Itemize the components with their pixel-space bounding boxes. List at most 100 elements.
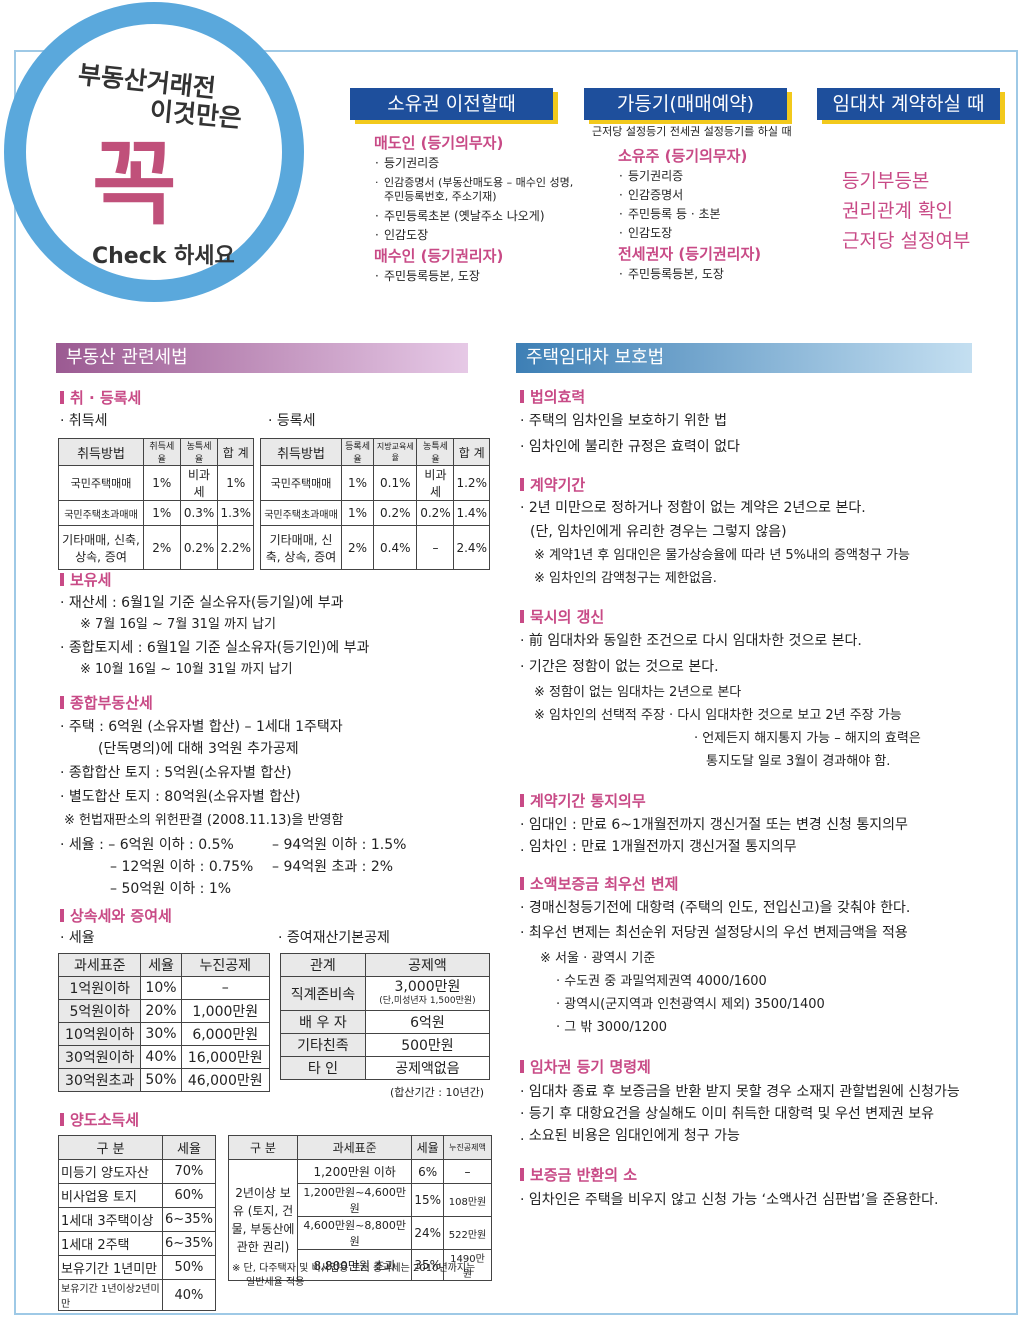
table-cell: 108만원 (442, 1183, 493, 1217)
table-cell: 6~35% (161, 1207, 217, 1232)
table-cell: 522만원 (442, 1216, 493, 1250)
table-header: 관계 (280, 953, 366, 977)
inheritance-tax-heading: 상속세와 증여세 (60, 905, 172, 926)
law-line: · 광역시(군지역과 인천광역시 제외) 3500/1400 (556, 997, 825, 1012)
table-cell: 미등기 양도자산 (58, 1159, 163, 1184)
holding-tax-line: · 종합토지세 : 6월1일 기준 실소유자(등기인)에 부과 (60, 640, 370, 656)
notice-duty-heading: 계약기간 통지의무 (520, 790, 646, 811)
law-line: · 언제든지 해지통지 가능 – 해지의 효력은 (694, 731, 921, 746)
list-item: 주민등록등본, 도장 (374, 267, 579, 286)
table-header: 구 분 (228, 1135, 298, 1160)
list-item: 등기권리증 (374, 154, 579, 173)
law-line: ※ 정함이 없는 임대차는 2년으로 본다 (534, 685, 742, 700)
lease-law-section-title: 주택임대차 보호법 (516, 343, 972, 373)
table-cell: 0.1% (373, 465, 418, 501)
table-cell: 기타매매, 신축, 상속, 증여 (260, 525, 342, 570)
law-line: · 최우선 변제는 최선순위 저당권 설정당시의 우선 변제금액을 적용 (520, 925, 908, 941)
list-item: 인감증명서 (618, 186, 807, 205)
table-cell: 1세대 3주택이상 (58, 1207, 163, 1232)
buyer-heading: 매수인 (등기권리자) (374, 247, 504, 265)
transfer-note: ※ 단, 다주택자 및 비사업용 토지 중과세는 2010년까지는 (232, 1263, 476, 1274)
table-cell: 24% (411, 1216, 444, 1250)
table-header: 공제액 (364, 953, 491, 977)
table-cell: 2.4% (453, 525, 490, 570)
table-cell: 35% (411, 1249, 444, 1281)
law-line: · 前 임대차와 동일한 조건으로 다시 임대차한 것으로 본다. (520, 633, 862, 649)
tab-lease-contract: 임대차 계약하실 때 (817, 88, 1000, 120)
law-line: ※ 임차인의 감액청구는 제한없음. (534, 571, 717, 586)
table-cell: 46,000만원 (180, 1068, 271, 1092)
table-cell: 타 인 (280, 1056, 366, 1080)
comprehensive-tax-heading: 종합부동산세 (60, 692, 153, 713)
lease-check-column: 등기부등본 권리관계 확인 근저당 설정여부 (842, 166, 1012, 256)
list-item: 주민등록등본, 도장 (618, 265, 807, 284)
rate-line: · 세율 : – 6억원 이하 : 0.5% (60, 837, 234, 853)
table-cell: 1,200만원~4,600만원 (296, 1183, 413, 1217)
tax-section-title: 부동산 관련세법 (56, 343, 468, 373)
law-line: · 경매신청등기전에 대항력 (주택의 인도, 전입신고)을 갖춰야 한다. (520, 900, 911, 916)
table-header: 등록세율 (340, 438, 375, 466)
gift-note: (합산기간 : 10년간) (390, 1086, 484, 1099)
table-cell: 2% (143, 525, 181, 570)
acquisition-subheading: · 취득세 (60, 413, 108, 429)
holding-tax-line: ※ 7월 16일 ~ 7월 31일 까지 납기 (80, 617, 277, 632)
table-header: 지방교육세율 (373, 438, 418, 466)
table-cell: 30% (140, 1022, 182, 1046)
table-cell: 30억원이하 (57, 1045, 142, 1069)
holding-tax-heading: 보유세 (60, 569, 111, 590)
table-cell: 30억원초과 (57, 1068, 142, 1092)
provisional-registration-column: 근저당 설정등기 전세권 설정등기를 하실 때 소유주 (등기의무자) 등기권리… (592, 122, 807, 284)
list-item: 주민등록 등 · 초본 (618, 205, 807, 224)
tab-ownership-transfer: 소유권 이전할때 (350, 88, 553, 120)
comprehensive-tax-line: · 종합합산 토지 : 5억원(소유자별 합산) (60, 765, 292, 781)
deposit-return-heading: 보증금 반환의 소 (520, 1164, 637, 1185)
table-cell: – (416, 525, 455, 570)
law-line: · 2년 미만으로 정하거나 정함이 없는 계약은 2년으로 본다. (520, 500, 866, 516)
table-cell: 6% (411, 1159, 444, 1184)
table-cell: 6~35% (161, 1231, 217, 1256)
seller-heading: 매도인 (등기의무자) (374, 134, 504, 152)
table-cell: 1세대 2주택 (58, 1231, 163, 1256)
law-line: · 수도권 중 과밀억제권역 4000/1600 (556, 974, 767, 989)
table-header: 농특세율 (179, 438, 219, 466)
table-cell: 3,000만원 (394, 978, 461, 995)
lease-registration-heading: 임차권 등기 명령제 (520, 1056, 651, 1077)
table-cell: 500만원 (364, 1033, 491, 1057)
table-header: 세율 (161, 1135, 217, 1160)
table-cell: 비과세 (416, 465, 455, 501)
law-line: · 기간은 정함이 없는 것으로 본다. (520, 659, 719, 675)
table-cell: 8,800만원 초과 (296, 1249, 413, 1281)
table-cell: 보유기간 1년미만 (58, 1255, 163, 1280)
list-item: 등기권리증 (618, 167, 807, 186)
inheritance-rate-subheading: · 세율 (60, 930, 95, 946)
table-cell: 50% (161, 1255, 217, 1280)
table-cell: 비사업용 토지 (58, 1183, 163, 1208)
law-line: (단, 임차인에게 유리한 경우는 그렇지 않음) (530, 524, 787, 540)
table-cell: 0.2% (179, 525, 219, 570)
law-line: ※ 서울 · 광역시 기준 (540, 951, 656, 966)
table-cell: 1490만원 (442, 1249, 493, 1281)
gift-deduction-subheading: · 증여재산기본공제 (278, 930, 390, 946)
table-cell: 1.2% (453, 465, 490, 501)
lease-check-item: 등기부등본 (842, 170, 930, 192)
law-line: 통지도달 일로 3월이 경과해야 함. (706, 754, 891, 769)
contract-period-heading: 계약기간 (520, 474, 585, 495)
table-cell: 1% (340, 465, 375, 501)
table-cell: 국민주택매매 (58, 465, 144, 501)
rate-line: – 94억원 초과 : 2% (272, 859, 394, 875)
table-cell: 4,600만원~8,800만원 (296, 1216, 413, 1250)
law-line: . 임차인 : 만료 1개월전까지 갱신거절 통지의무 (520, 839, 797, 855)
holding-tax-line: ※ 10월 16일 ~ 10월 31일 까지 납기 (80, 662, 293, 677)
small-deposit-heading: 소액보증금 최우선 변제 (520, 873, 678, 894)
rate-line: – 12억원 이하 : 0.75% (110, 859, 254, 875)
table-cell: 0.3% (179, 500, 219, 526)
acquisition-tax-heading: 취 · 등록세 (60, 387, 141, 408)
table-header: 합 계 (217, 438, 254, 466)
table-cell: 공제액없음 (364, 1056, 491, 1080)
law-line: · 임대차 종료 후 보증금을 반환 받지 못할 경우 소재지 관할법원에 신청… (520, 1084, 960, 1100)
law-line: ※ 임차인의 선택적 주장 · 다시 임대차한 것으로 보고 2년 주장 가능 (534, 708, 902, 723)
table-header: 과세표준 (57, 953, 142, 977)
